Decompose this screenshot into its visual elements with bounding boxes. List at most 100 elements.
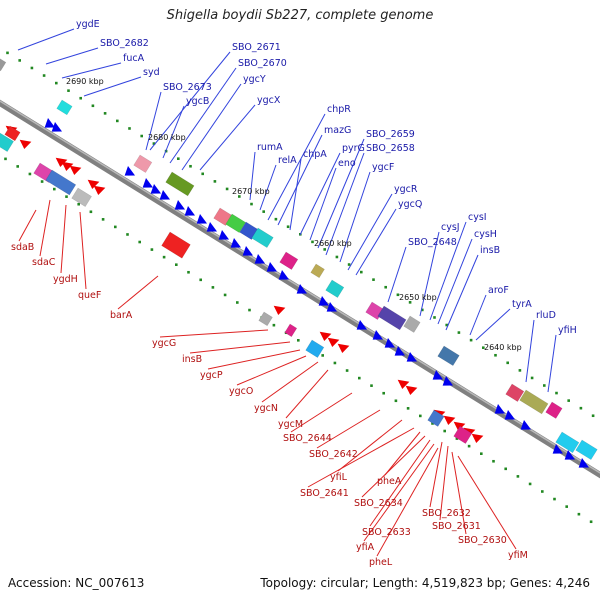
forward-gene-arrow (174, 200, 186, 210)
forward-gene-arrow (326, 302, 338, 312)
ruler-dot (223, 293, 227, 297)
gene-block (555, 431, 580, 454)
forward-gene-label: SBO_2659 (366, 129, 415, 140)
kbp-tick-label: 2640 kbp (484, 343, 522, 352)
gene-block (545, 401, 563, 419)
reverse-gene-label: SBO_2641 (300, 488, 349, 499)
forward-gene-arrow (296, 284, 308, 294)
reverse-gene-arrow (327, 337, 340, 348)
forward-gene-arrow (372, 330, 384, 340)
gene-block (0, 54, 7, 72)
forward-connector (339, 171, 371, 263)
gene-block (427, 409, 445, 427)
ruler-dot (274, 217, 278, 221)
reverse-gene-label: ygcM (278, 419, 303, 430)
ruler-dot (323, 248, 326, 251)
ruler-dot (347, 263, 351, 266)
genome-summary: Topology: circular; Length: 4,519,823 bp… (260, 576, 590, 590)
forward-gene-arrow (254, 254, 266, 264)
ruler-dot (297, 339, 300, 342)
reverse-gene-arrow (55, 157, 68, 168)
forward-gene-label: aroF (488, 285, 509, 296)
reverse-gene-arrow (19, 139, 32, 150)
forward-connector (61, 62, 122, 79)
forward-connector (199, 104, 256, 171)
forward-connector (525, 319, 535, 383)
gene-block (575, 439, 598, 461)
reverse-gene-label: yfiM (508, 550, 528, 561)
reverse-connector (451, 451, 467, 535)
forward-gene-label: insB (480, 245, 500, 256)
ruler-dot (457, 331, 461, 334)
forward-gene-label: mazG (324, 125, 351, 136)
forward-connector (162, 105, 185, 159)
ruler-dot (18, 59, 21, 62)
gene-block (4, 125, 21, 142)
kbp-tick-label: 2680 kbp (148, 133, 186, 142)
reverse-gene-arrow (69, 165, 82, 176)
reverse-connector (439, 445, 449, 521)
ruler-dot (492, 459, 495, 463)
ruler-dot (579, 406, 583, 410)
reverse-gene-label: yfiL (330, 472, 348, 483)
forward-gene-arrow (242, 246, 254, 256)
ruler-dot (321, 354, 324, 357)
ruler-dot (419, 414, 422, 418)
ruler-dot (138, 240, 141, 244)
reverse-gene-arrow (273, 305, 286, 316)
forward-gene-arrow (196, 214, 208, 224)
forward-gene-label: cysI (468, 212, 487, 223)
forward-connector (181, 83, 242, 171)
gene-block (133, 154, 153, 173)
forward-connector (17, 28, 75, 51)
reverse-gene-arrow (397, 379, 410, 390)
ruler-dot (358, 376, 361, 380)
forward-gene-arrow (578, 458, 590, 468)
forward-gene-arrow (230, 238, 242, 248)
ruler-dot (286, 225, 290, 229)
gene-block (165, 171, 195, 197)
forward-gene-arrow (564, 450, 576, 460)
ruler-dot (408, 301, 412, 304)
reverse-gene-label: yfiA (356, 542, 375, 553)
reverse-gene-label: barA (110, 310, 133, 321)
ruler-dot (333, 361, 337, 365)
ruler-dot (150, 248, 154, 251)
ruler-dot (504, 467, 507, 471)
forward-gene-label: yfiH (558, 325, 577, 336)
reverse-gene-label: ygcG (152, 338, 176, 349)
ruler-dot (30, 66, 34, 70)
reverse-gene-label: SBO_2642 (309, 449, 358, 460)
ruler-dot (201, 172, 204, 176)
ruler-dot (506, 361, 509, 365)
ruler-dot (433, 316, 436, 319)
reverse-connector (290, 392, 353, 433)
reverse-connector (285, 369, 329, 419)
reverse-gene-label: queF (78, 290, 101, 301)
gene-block (437, 345, 460, 367)
ruler-dot (248, 308, 251, 312)
ruler-dot (42, 74, 46, 77)
ruler-dot (103, 112, 107, 115)
forward-connector (145, 91, 162, 151)
forward-connector (355, 208, 397, 276)
reverse-connector (207, 349, 301, 370)
ruler-dot (6, 51, 9, 55)
ruler-dot (4, 157, 7, 161)
forward-gene-label: syd (143, 67, 160, 78)
reverse-connector (376, 447, 439, 557)
reverse-gene-arrow (443, 415, 456, 426)
forward-gene-label: ygcQ (398, 199, 422, 210)
gene-block (453, 425, 473, 444)
reverse-gene-arrow (93, 185, 106, 196)
reverse-connector (307, 427, 415, 488)
reverse-connector (363, 443, 435, 542)
reverse-gene-arrow (319, 331, 332, 342)
ruler-dot (65, 195, 68, 198)
ruler-dot (55, 81, 58, 85)
ruler-dot (396, 293, 400, 297)
reverse-connector (236, 355, 307, 386)
gene-block (325, 279, 345, 298)
forward-gene-label: eno (338, 158, 356, 169)
